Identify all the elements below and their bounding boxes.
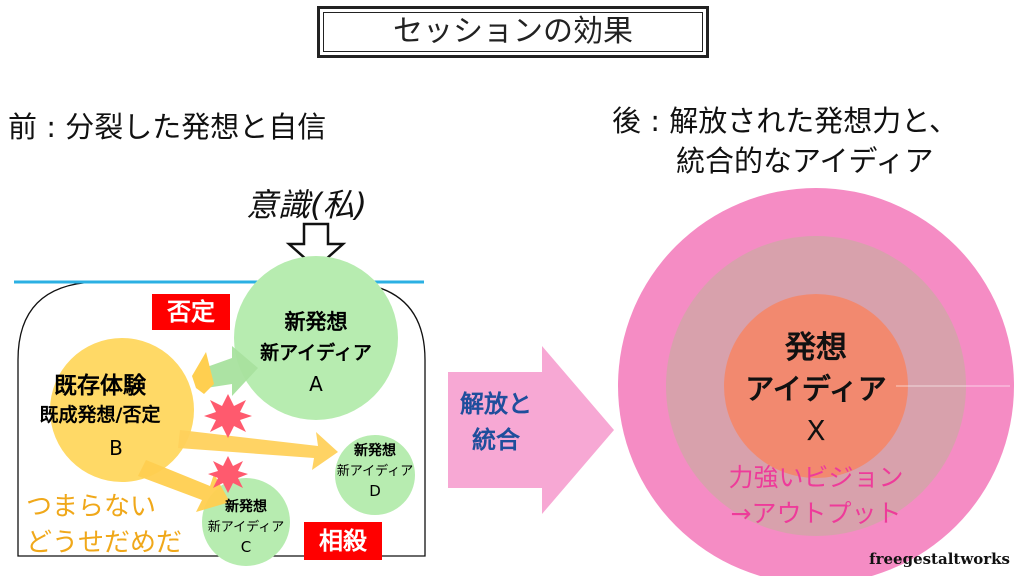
vision-line2: →アウトプット	[730, 499, 902, 528]
conflict-star-icon	[204, 394, 252, 438]
cancel-tag: 相殺	[304, 522, 382, 560]
idea-d-line2: 新アイディア	[336, 464, 414, 479]
footer-credit: freegestaltworks	[869, 550, 1010, 568]
idea-c-line2: 新アイディア	[207, 520, 285, 535]
after-heading-line1: 後 : 解放された発想力と、	[612, 104, 959, 138]
core-line1: 発想	[785, 330, 847, 366]
arrow-a-to-b	[204, 346, 258, 396]
idea-a-line1: 新発想	[284, 310, 348, 334]
idea-a-line2: 新アイディア	[260, 342, 372, 364]
after-heading-line2: 統合的なアイディア	[676, 144, 934, 178]
idea-a-letter: A	[309, 372, 323, 396]
core-line2: アイディア	[745, 372, 887, 406]
idea-a-bubble	[234, 256, 398, 420]
idea-d-line1: 新発想	[354, 443, 396, 459]
idea-d-letter: D	[369, 482, 381, 500]
complaint-line2: どうせだめだ	[26, 528, 183, 558]
existing-line1: 既存体験	[54, 373, 146, 399]
existing-bubble	[50, 338, 194, 482]
core-circle	[724, 294, 908, 478]
existing-letter: B	[109, 436, 123, 460]
idea-c-line1: 新発想	[225, 499, 267, 515]
conflict-star-icon	[208, 456, 248, 493]
complaint-line1: つまらない	[26, 492, 157, 522]
denial-tag: 否定	[152, 294, 230, 330]
idea-d-bubble	[335, 435, 415, 515]
transition-arrow	[448, 346, 614, 514]
arrow-b-to-c	[138, 460, 230, 512]
vision-line1: 力強いビジョン	[728, 463, 904, 492]
before-heading: 前 : 分裂した発想と自信	[8, 110, 327, 144]
core-letter: X	[806, 414, 826, 447]
idea-c-letter: C	[240, 538, 252, 556]
arrow-b-up	[192, 352, 214, 394]
down-arrow	[285, 222, 347, 270]
consciousness-label: 意識(私)	[246, 186, 367, 224]
arrow-b-to-d	[178, 430, 338, 470]
existing-line2: 既成発想/否定	[39, 404, 161, 426]
transition-line1: 解放と	[460, 390, 532, 418]
title-box: セッションの効果	[317, 6, 709, 58]
page-title: セッションの効果	[393, 14, 633, 49]
transition-line2: 統合	[472, 426, 520, 454]
